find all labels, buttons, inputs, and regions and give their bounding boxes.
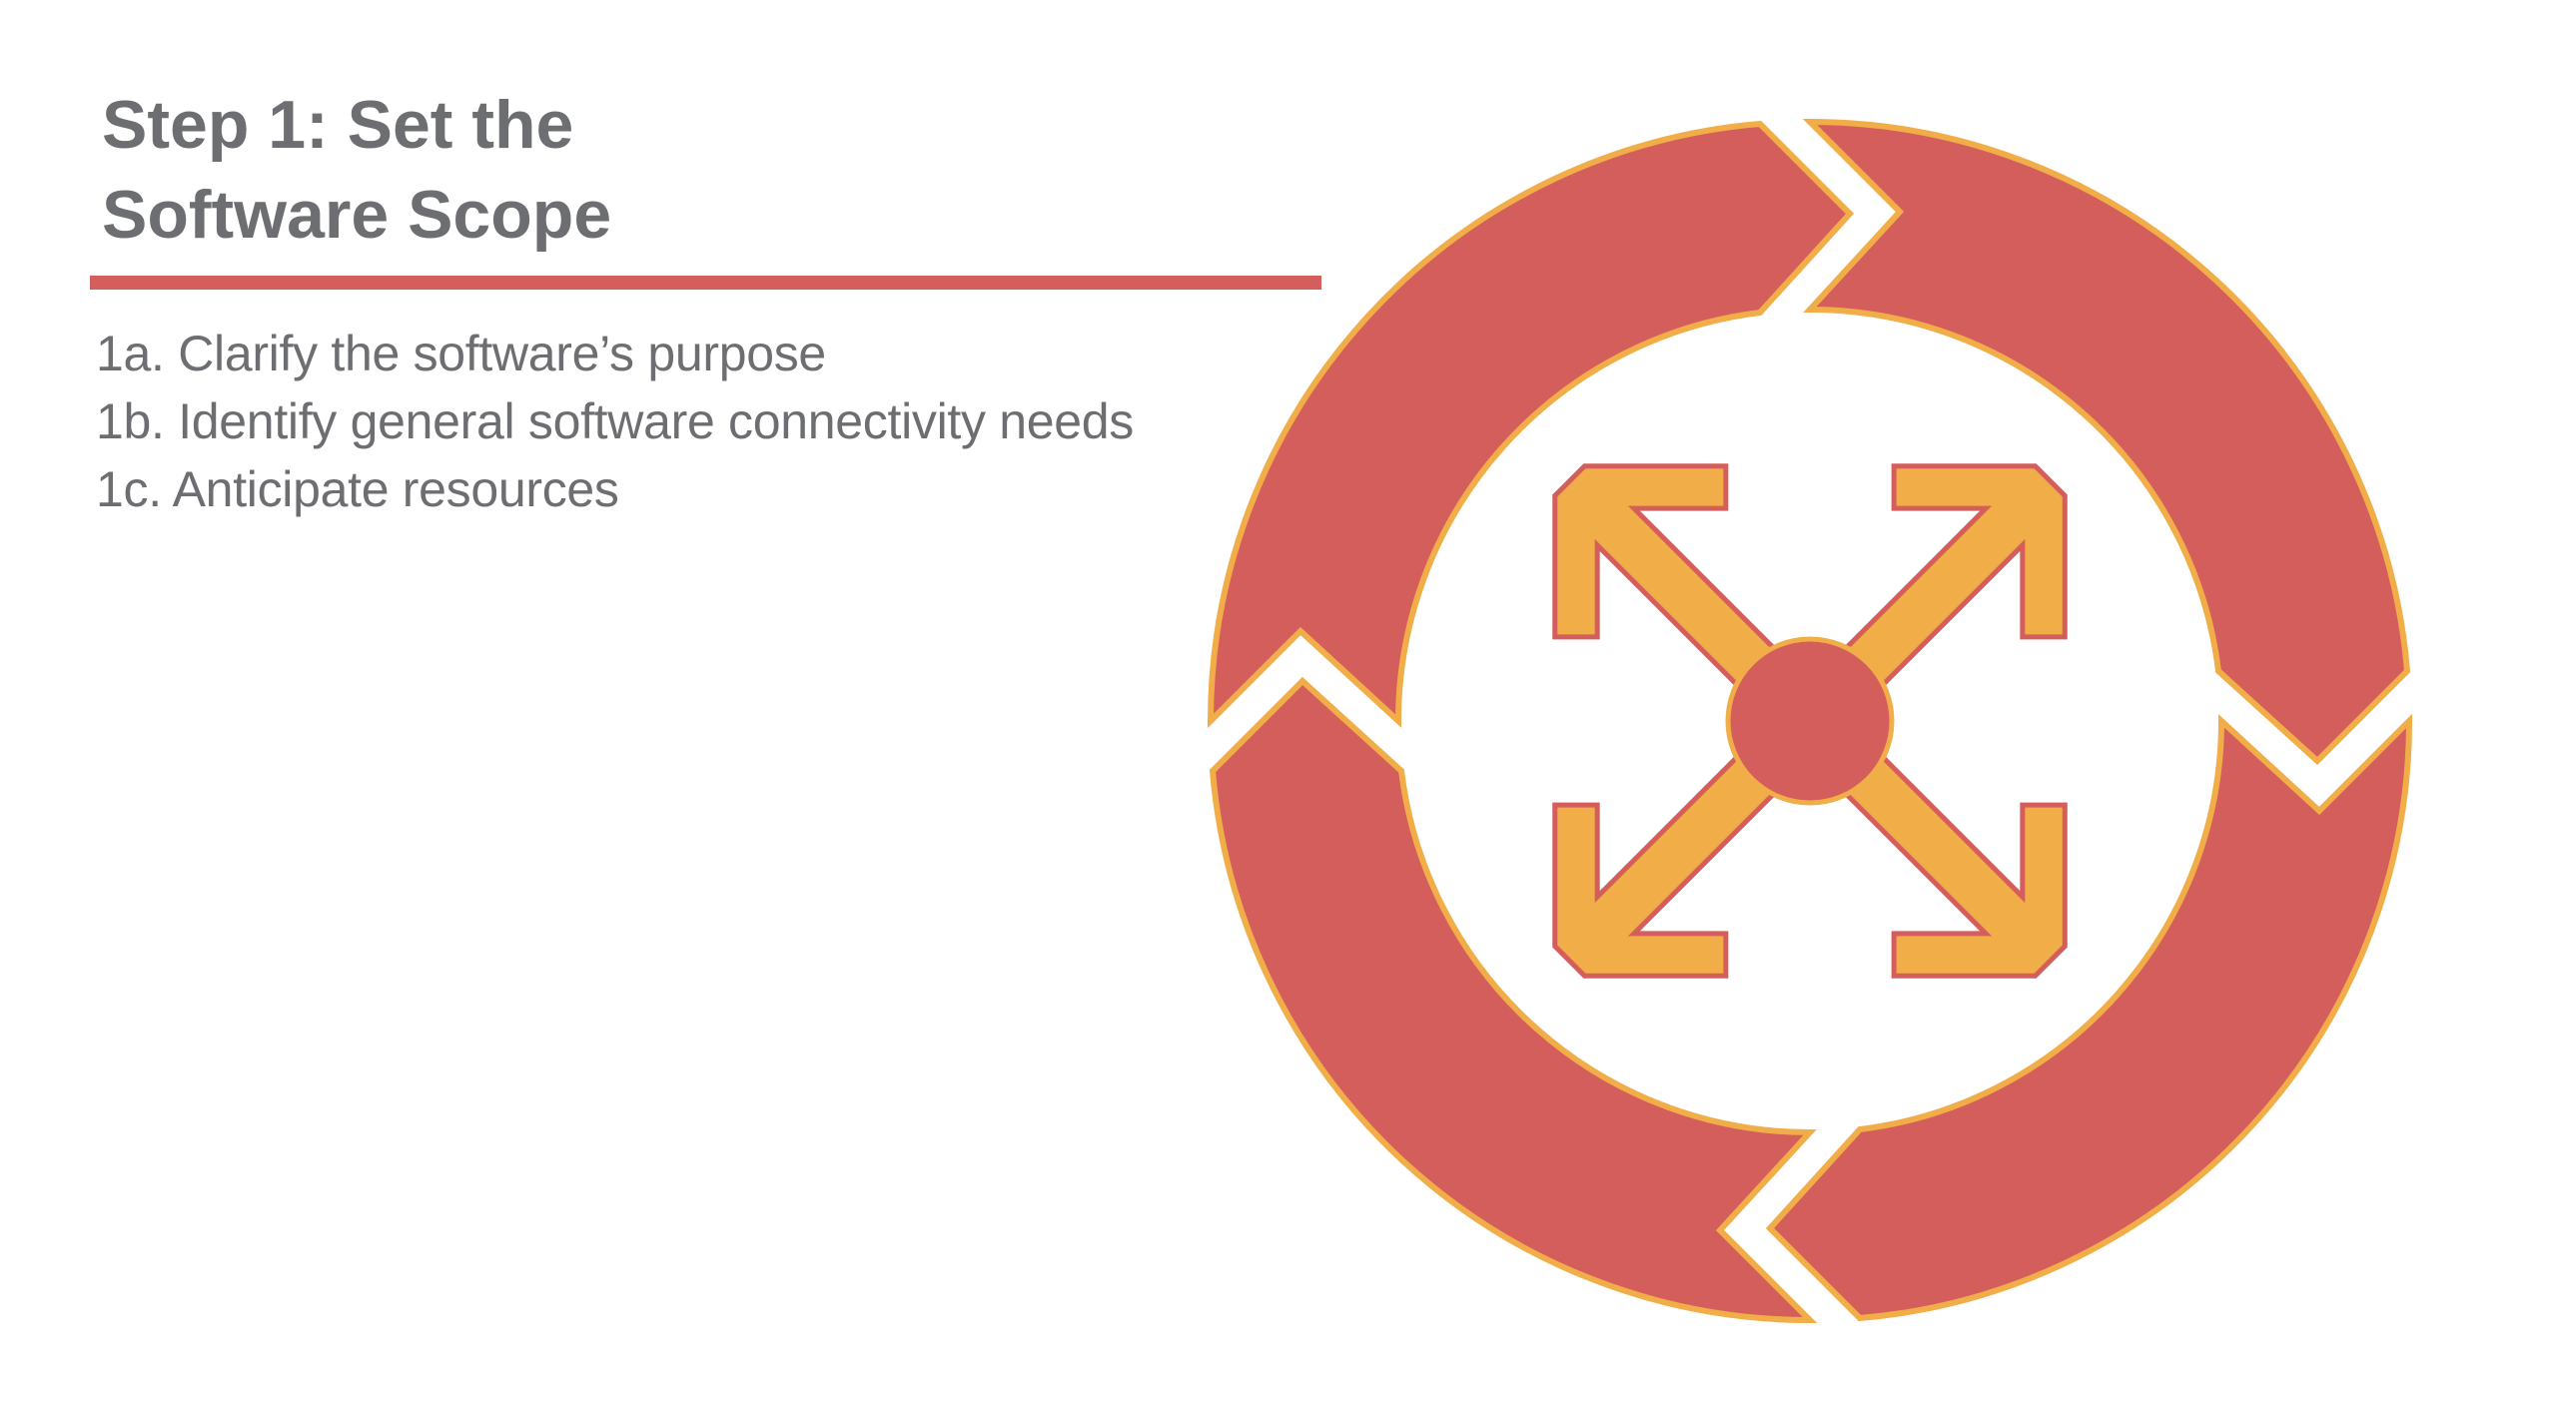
- cycle-arrow-segment-bottom-left: [1209, 676, 1818, 1324]
- cycle-diagram: [1207, 118, 2413, 1324]
- list-item: 1b. Identify general software connectivi…: [96, 393, 1134, 449]
- cycle-arrow-segment-top-left: [1207, 120, 1855, 729]
- circular-cycle-arrows-icon: [1207, 118, 2413, 1324]
- slide-title-line-2: Software Scope: [102, 177, 612, 253]
- slide-title-line-1: Step 1: Set the: [102, 87, 574, 163]
- slide-title: Step 1: Set the Software Scope: [102, 80, 1300, 260]
- center-hub-icon: [1725, 636, 1895, 806]
- cycle-arrow-segment-top-right: [1802, 118, 2411, 766]
- cycle-arrow-segment-bottom-right: [1765, 713, 2413, 1322]
- expand-four-arrows-icon: [1552, 463, 2068, 979]
- step-items-list: 1a. Clarify the software’s purpose 1b. I…: [96, 320, 1134, 523]
- list-item: 1a. Clarify the software’s purpose: [96, 326, 826, 381]
- title-divider: [90, 276, 1321, 290]
- list-item: 1c. Anticipate resources: [96, 461, 619, 517]
